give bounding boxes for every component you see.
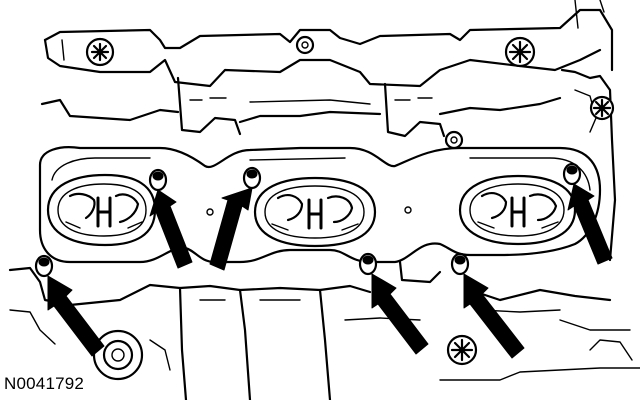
manifold-stud-6 bbox=[450, 252, 470, 276]
lower-block bbox=[8, 260, 640, 400]
manifold-stud-2 bbox=[242, 166, 262, 190]
manifold-stud-1 bbox=[148, 168, 168, 192]
lower-bolt-left bbox=[92, 329, 144, 381]
cover-bolt-right bbox=[504, 36, 536, 68]
manifold-stud-3 bbox=[562, 162, 582, 186]
valve-cover-outline bbox=[43, 0, 614, 88]
callout-arrow-5 bbox=[371, 273, 429, 355]
head-mid-section bbox=[40, 68, 617, 262]
exhaust-port-left bbox=[46, 173, 157, 247]
exhaust-port-center bbox=[253, 176, 377, 248]
small-bolt-right bbox=[444, 130, 464, 150]
manifold-stud-5 bbox=[358, 252, 378, 276]
exhaust-port-right bbox=[458, 174, 577, 246]
callout-arrow-3 bbox=[567, 183, 613, 265]
cover-bolt-left bbox=[85, 37, 115, 67]
callout-arrow-1 bbox=[149, 189, 193, 269]
manifold-stud-4 bbox=[34, 254, 54, 278]
figure-id-label: N0041792 bbox=[4, 374, 85, 393]
side-bolt-upper-right bbox=[589, 95, 615, 121]
lower-bolt-right bbox=[446, 334, 478, 366]
callout-arrow-6 bbox=[463, 273, 525, 359]
callout-arrow-2 bbox=[209, 187, 253, 271]
cover-bolt-center bbox=[295, 35, 315, 55]
callout-arrow-4 bbox=[47, 275, 105, 357]
